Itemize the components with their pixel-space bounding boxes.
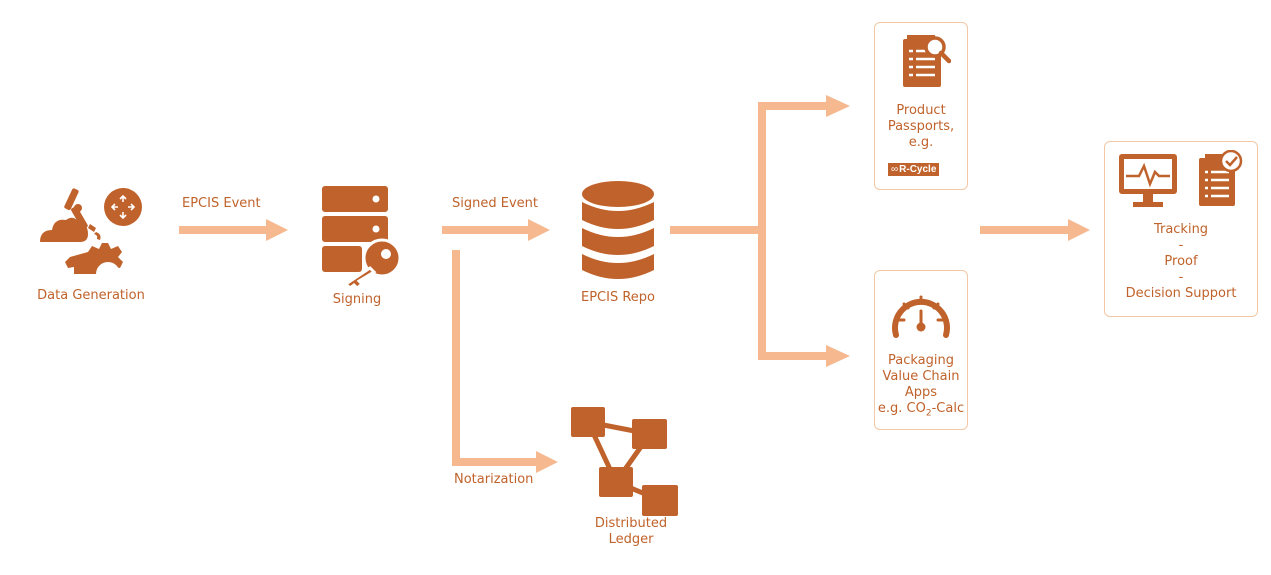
co2-prefix: e.g. CO [877,401,926,416]
label-line: Value Chain [882,369,960,384]
arrowhead [536,451,558,473]
arrowhead [1068,219,1090,241]
server-key-icon [322,186,402,288]
flow-label-signed-event: Signed Event [452,196,538,211]
label-line: Proof [1164,254,1198,269]
arrowhead [266,219,288,241]
arrow-to-passports [758,102,830,230]
document-search-icon [903,35,951,87]
node-packaging-apps: Packaging Value Chain Apps e.g. CO2-Calc [874,270,968,430]
label-line: Passports, [887,119,955,134]
label-line: - [1178,238,1184,253]
badge-text: R-Cycle [899,164,937,175]
node-label: EPCIS Repo [580,290,655,305]
co2-suffix: -Calc [931,401,965,416]
label-line: Distributed [594,516,668,531]
checklist-icon [1199,150,1243,206]
rcycle-badge: ∞R-Cycle [888,163,940,176]
node-tracking: Tracking - Proof - Decision Support [1104,141,1258,317]
node-label: Packaging Value Chain Apps e.g. CO2-Calc [875,353,967,422]
arrowhead [826,95,850,117]
label-line: e.g. [908,135,934,150]
monitor-chart-icon [1119,154,1177,207]
node-label: Distributed Ledger [576,516,686,548]
node-label: Data Generation [37,288,145,303]
label-line: Tracking [1153,222,1209,237]
label-line: - [1178,270,1184,285]
co2-subscript: 2 [925,408,932,419]
database-icon [582,181,654,279]
node-label: Signing [332,292,382,307]
arrow-notarization [452,250,540,466]
label-line: Decision Support [1125,286,1237,301]
flow-label-notarization: Notarization [454,472,534,487]
infinity-icon: ∞ [891,164,899,175]
label-line: Apps [904,385,938,400]
arrow-to-packaging [758,230,830,360]
node-label: Product Passports, e.g. [875,103,967,151]
node-product-passports: Product Passports, e.g. ∞R-Cycle [874,22,968,190]
label-line: Product [896,103,946,118]
network-nodes-icon [571,407,678,516]
node-label: Tracking - Proof - Decision Support [1105,222,1257,302]
label-line: Ledger [608,532,654,547]
flow-label-epcis-event: EPCIS Event [182,196,261,211]
arrowhead [826,345,850,367]
gauge-icon [892,295,950,338]
label-line: Packaging [888,353,954,368]
arrowhead [528,219,550,241]
robot-arm-gear-icon [40,188,142,274]
label-line: e.g. CO2-Calc [875,401,967,422]
